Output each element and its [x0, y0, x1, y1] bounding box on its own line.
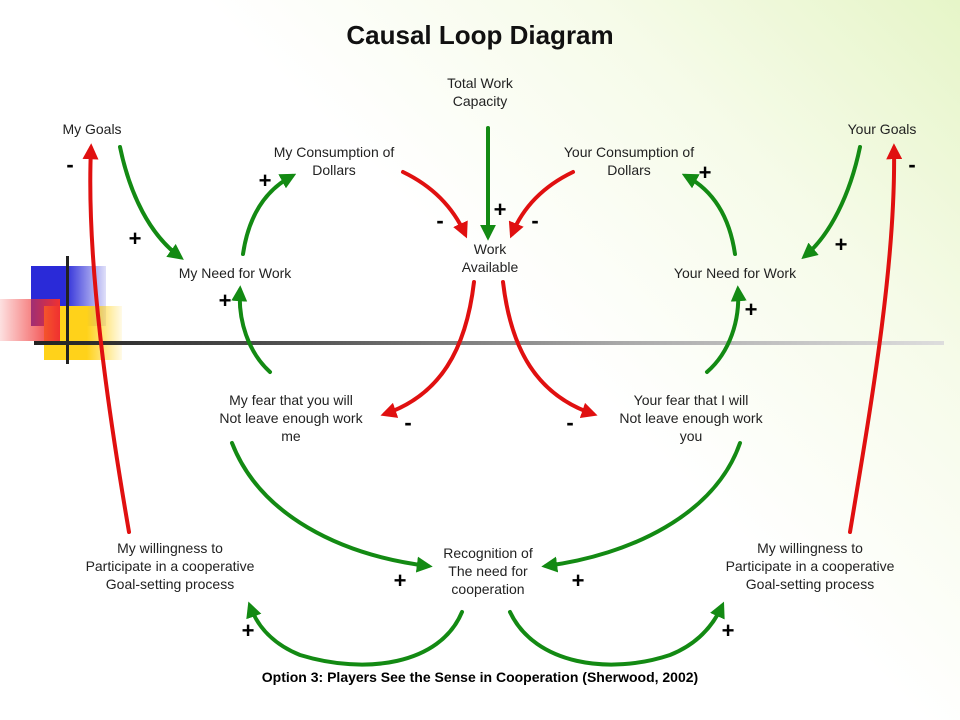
link-your-willingness-to-your-goals — [848, 143, 903, 534]
deco-vertical-line — [66, 256, 69, 364]
sign-my-consumption-out: - — [436, 208, 444, 233]
sign-your-goals-loop: - — [908, 152, 916, 177]
link-my-goals-to-my-need — [118, 145, 184, 260]
sign-my-goals-out: + — [128, 226, 142, 251]
sign-recognition-to-my-willingness: + — [241, 618, 255, 643]
link-my-willingness-to-my-goals — [82, 143, 131, 534]
sign-my-fear-to-recognition: + — [393, 568, 407, 593]
sign-your-fear-out: + — [744, 297, 758, 322]
link-my-fear-to-my-need — [231, 285, 272, 374]
sign-your-goals-out: + — [834, 232, 848, 257]
link-recognition-to-my-willingness — [246, 601, 464, 667]
sign-your-fear-to-recognition: + — [571, 568, 585, 593]
footer-caption: Option 3: Players See the Sense in Coope… — [261, 669, 699, 685]
deco-red-square — [0, 299, 60, 341]
sign-total-capacity-out: + — [493, 197, 507, 222]
link-my-need-to-my-consumption — [241, 173, 297, 256]
link-my-consumption-to-work-available — [401, 170, 468, 239]
diagram-title: Causal Loop Diagram — [346, 20, 614, 50]
sign-my-goals-loop: - — [66, 152, 74, 177]
link-recognition-to-your-willingness — [508, 601, 725, 667]
link-work-available-to-my-fear — [380, 280, 476, 418]
link-your-goals-to-your-need — [801, 145, 862, 260]
sign-your-consumption-out: - — [531, 208, 539, 233]
node-your-goals: Your Goals — [847, 121, 917, 137]
sign-recognition-to-your-willingness: + — [721, 618, 735, 643]
sign-work-to-my-fear: - — [404, 410, 412, 435]
sign-work-to-your-fear: - — [566, 410, 574, 435]
link-my-fear-to-recognition — [230, 441, 433, 573]
link-work-available-to-your-fear — [501, 280, 598, 418]
deco-horizontal-line — [34, 341, 944, 345]
link-your-fear-to-your-need — [705, 285, 747, 374]
node-my-need-for-work: My Need for Work — [178, 265, 292, 281]
sign-your-consumption-in: + — [698, 160, 712, 185]
node-my-goals: My Goals — [62, 121, 122, 137]
sign-my-consumption-in: + — [258, 168, 272, 193]
link-your-fear-to-recognition — [541, 441, 742, 573]
link-your-need-to-your-consumption — [681, 173, 737, 256]
link-your-consumption-to-work-available — [508, 170, 575, 239]
sign-my-fear-out: + — [218, 288, 232, 313]
node-your-need-for-work: Your Need for Work — [673, 265, 797, 281]
